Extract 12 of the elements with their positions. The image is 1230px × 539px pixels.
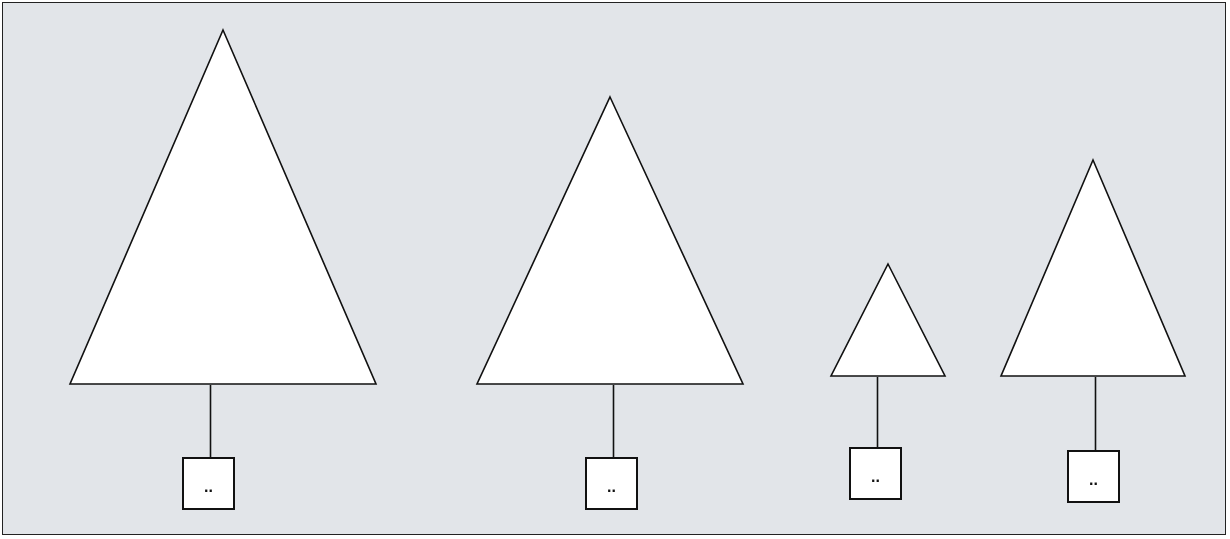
dots-text: .. — [204, 478, 213, 495]
connector-line — [612, 384, 615, 458]
dots-text: .. — [871, 468, 880, 485]
connector-line — [876, 376, 879, 448]
connector-line — [1094, 376, 1097, 451]
dots-text: .. — [1089, 471, 1098, 488]
connector-line — [209, 384, 212, 458]
dots-text: .. — [607, 478, 616, 495]
square-box — [1067, 450, 1120, 503]
square-box — [849, 447, 902, 500]
square-box — [585, 457, 638, 510]
square-box — [182, 457, 235, 510]
